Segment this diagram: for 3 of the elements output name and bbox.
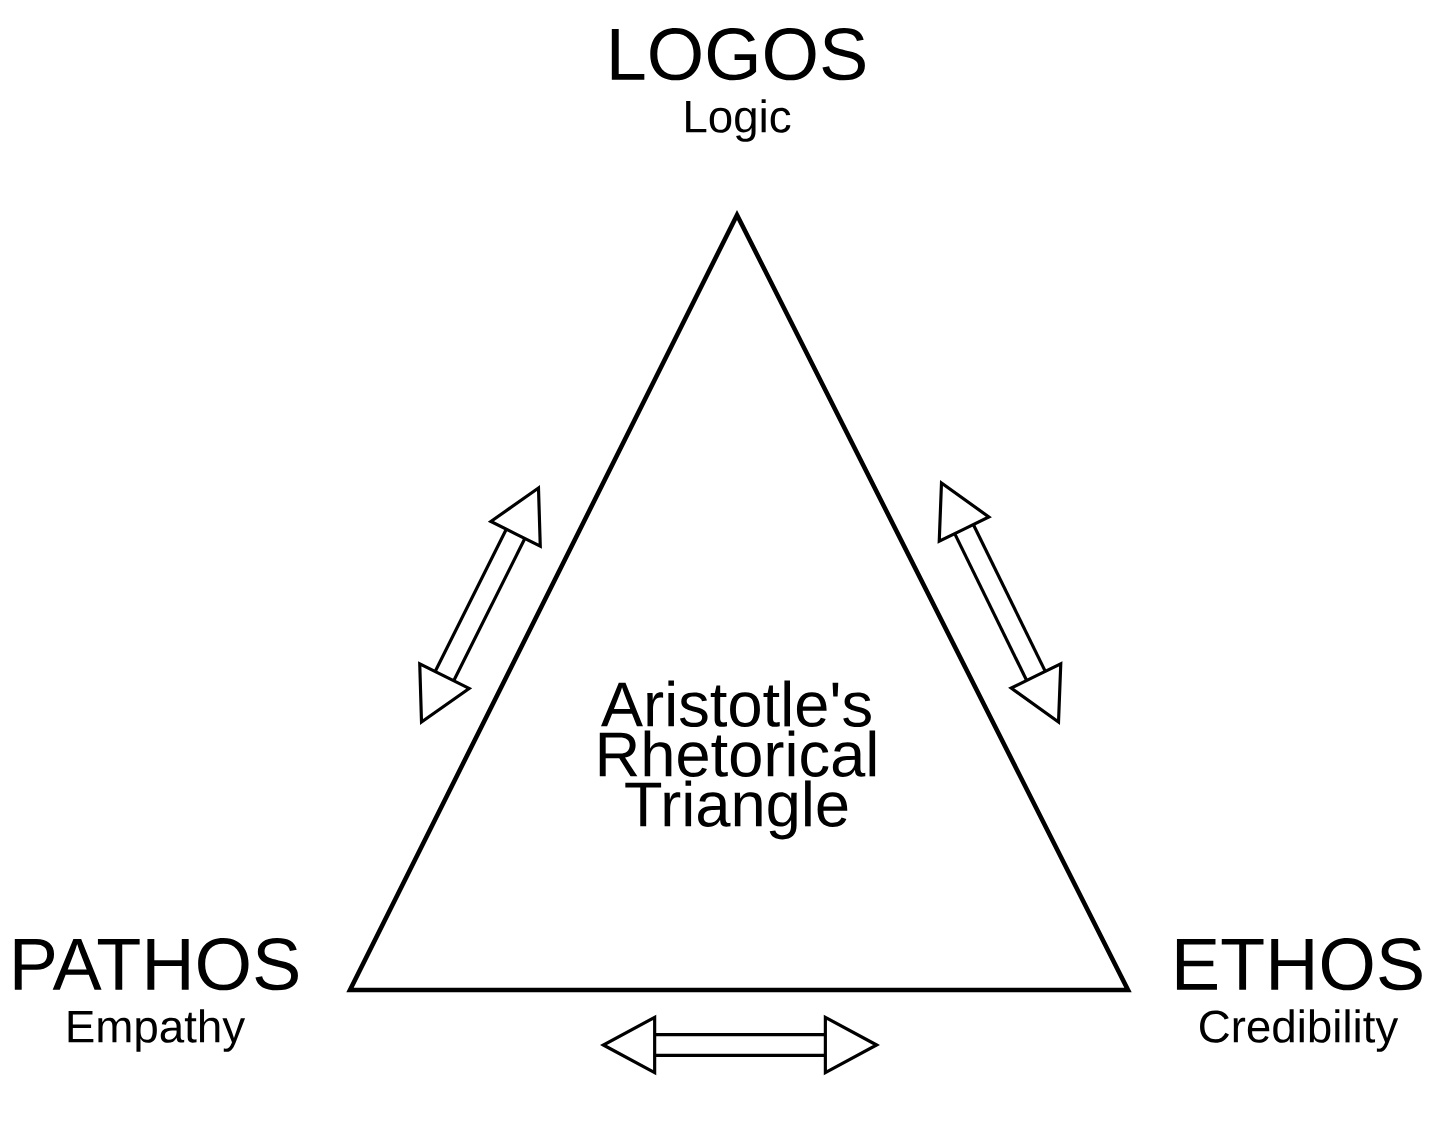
- label-text: LOGOS Logic: [611, 28, 865, 142]
- label-text: ETHOS Credibility: [1176, 938, 1422, 1052]
- label-text: PATHOS Empathy: [14, 938, 298, 1052]
